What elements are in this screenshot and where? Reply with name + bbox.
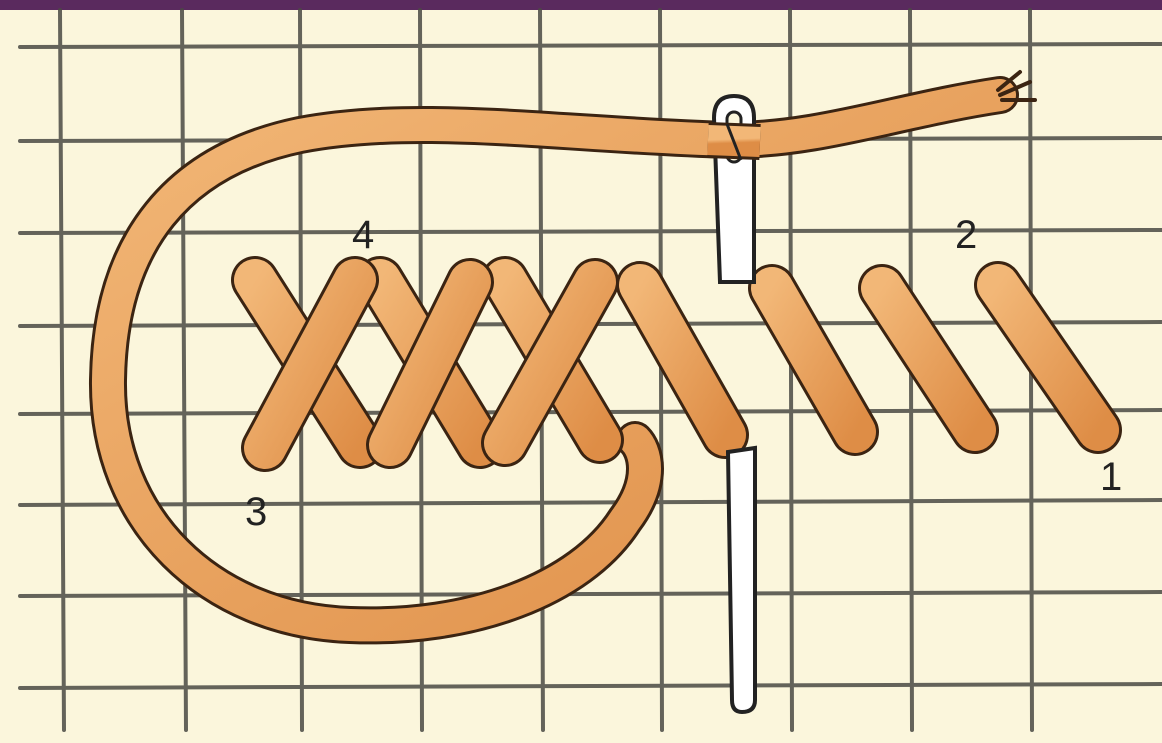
- step-label-1: 1: [1100, 455, 1122, 499]
- step-label-3: 3: [245, 490, 267, 534]
- needle-lower: [728, 448, 755, 712]
- step-label-2: 2: [955, 213, 977, 257]
- top-border-strip: [0, 0, 1162, 10]
- step-label-4: 4: [352, 213, 374, 257]
